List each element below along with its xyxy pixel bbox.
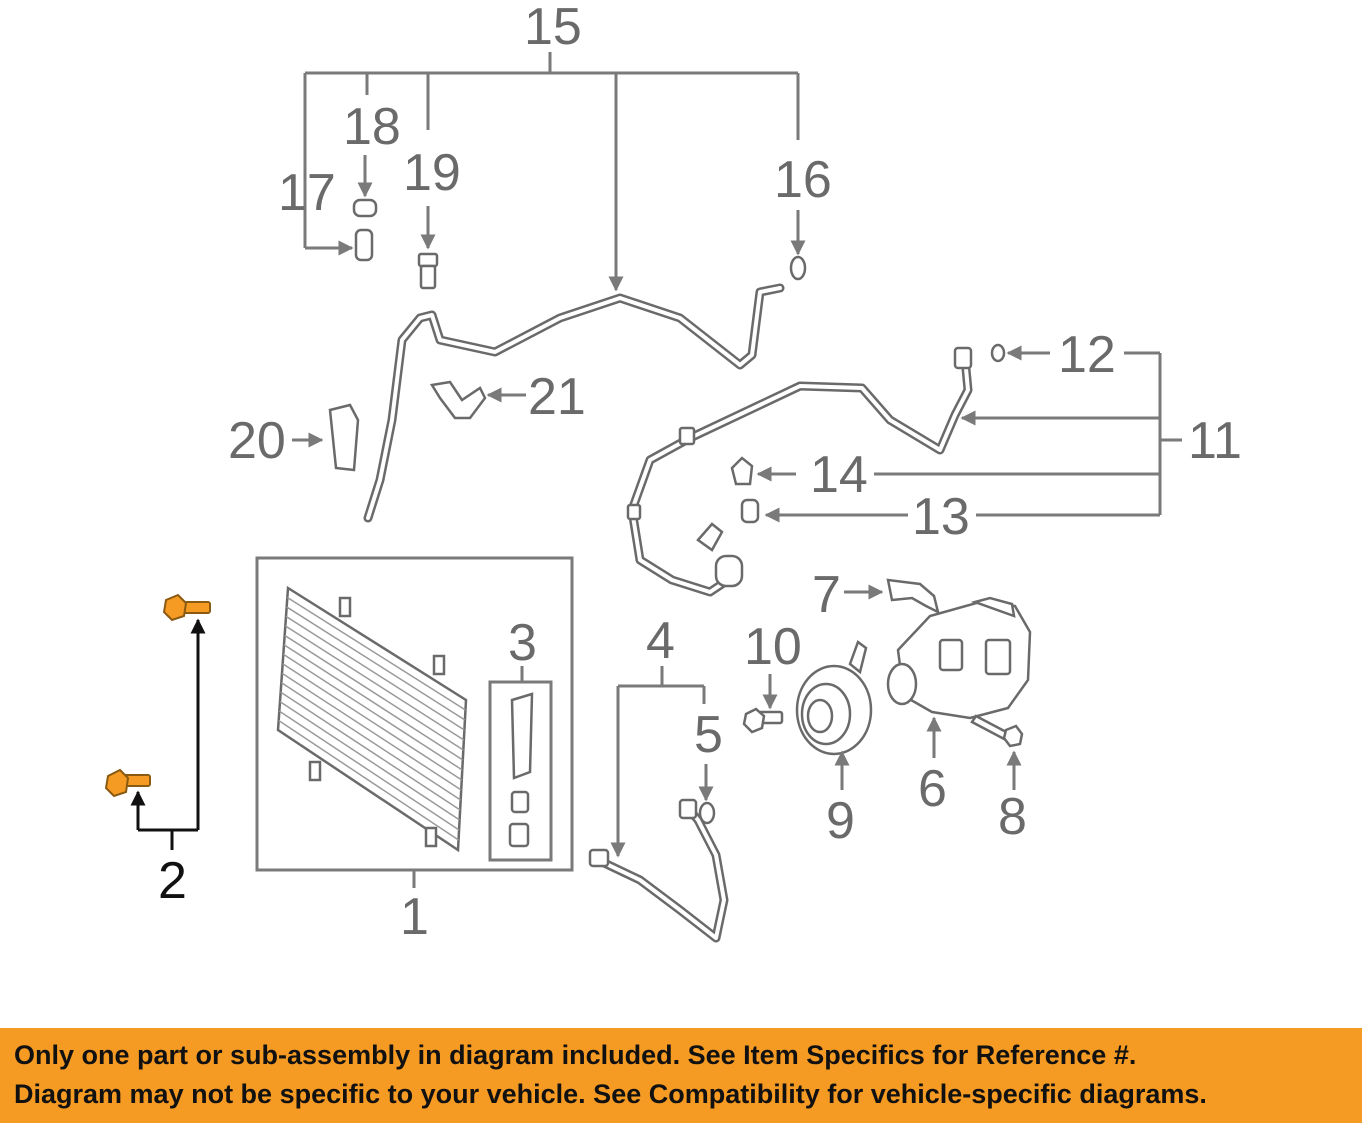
valve-part-14: [730, 456, 754, 486]
bolt-part-10: [742, 707, 784, 734]
callout-14: 14: [810, 446, 868, 504]
valve-core-part-17: [354, 228, 374, 262]
receiver-part-3: [508, 692, 534, 848]
disclaimer-line-2: Diagram may not be specific to your vehi…: [14, 1079, 1207, 1109]
callout-2-leader: [130, 618, 206, 850]
callout-5: 5: [694, 706, 723, 764]
liquid-line-part-15: [363, 283, 785, 523]
callout-7: 7: [812, 566, 841, 624]
callout-10: 10: [744, 618, 802, 676]
callout-11-leader: [874, 351, 1182, 517]
callout-4-leader: [610, 666, 706, 858]
bracket-part-20: [328, 403, 360, 472]
callout-19: 19: [403, 144, 461, 202]
callout-8: 8: [998, 788, 1027, 846]
callout-15: 15: [524, 0, 582, 56]
callout-21: 21: [528, 368, 586, 426]
bolt-part-8: [970, 714, 1024, 748]
bolt-part-2-lower: [104, 768, 151, 798]
cap-part-13: [740, 498, 760, 524]
callout-15-leader: [303, 52, 800, 292]
callout-16: 16: [774, 151, 832, 209]
callout-2: 2: [158, 852, 187, 910]
suction-hose-part-11: [626, 346, 973, 597]
compressor-part-6: [886, 596, 1032, 720]
callout-4: 4: [646, 612, 675, 670]
callout-1: 1: [400, 888, 429, 946]
disclaimer-line-1: Only one part or sub-assembly in diagram…: [14, 1040, 1137, 1070]
discharge-hose-part-4: [588, 798, 729, 943]
cap-part-18: [352, 198, 378, 218]
o-ring-part-12: [990, 343, 1006, 363]
callout-11: 11: [1188, 412, 1242, 470]
sensor-part-19: [417, 252, 439, 290]
parts-diagram: 15 17 18 19 16 20 21: [104, 0, 1242, 946]
bolt-part-2-upper: [162, 593, 211, 622]
receiver-box-3: [488, 680, 553, 862]
callout-18: 18: [343, 98, 401, 156]
bracket-part-7: [886, 578, 940, 615]
callout-12: 12: [1058, 326, 1116, 384]
callout-3: 3: [508, 614, 537, 672]
clamp-part-21: [429, 380, 487, 420]
callout-9: 9: [826, 792, 855, 850]
callout-6: 6: [918, 760, 947, 818]
disclaimer-banner: Only one part or sub-assembly in diagram…: [0, 1028, 1362, 1123]
callout-17: 17: [278, 164, 336, 222]
clutch-part-9: [795, 639, 873, 756]
callout-13: 13: [912, 488, 970, 546]
o-ring-part-16: [789, 255, 807, 281]
o-ring-part-5: [698, 801, 716, 825]
callout-20: 20: [228, 412, 286, 470]
condenser-part-1: [276, 585, 468, 853]
